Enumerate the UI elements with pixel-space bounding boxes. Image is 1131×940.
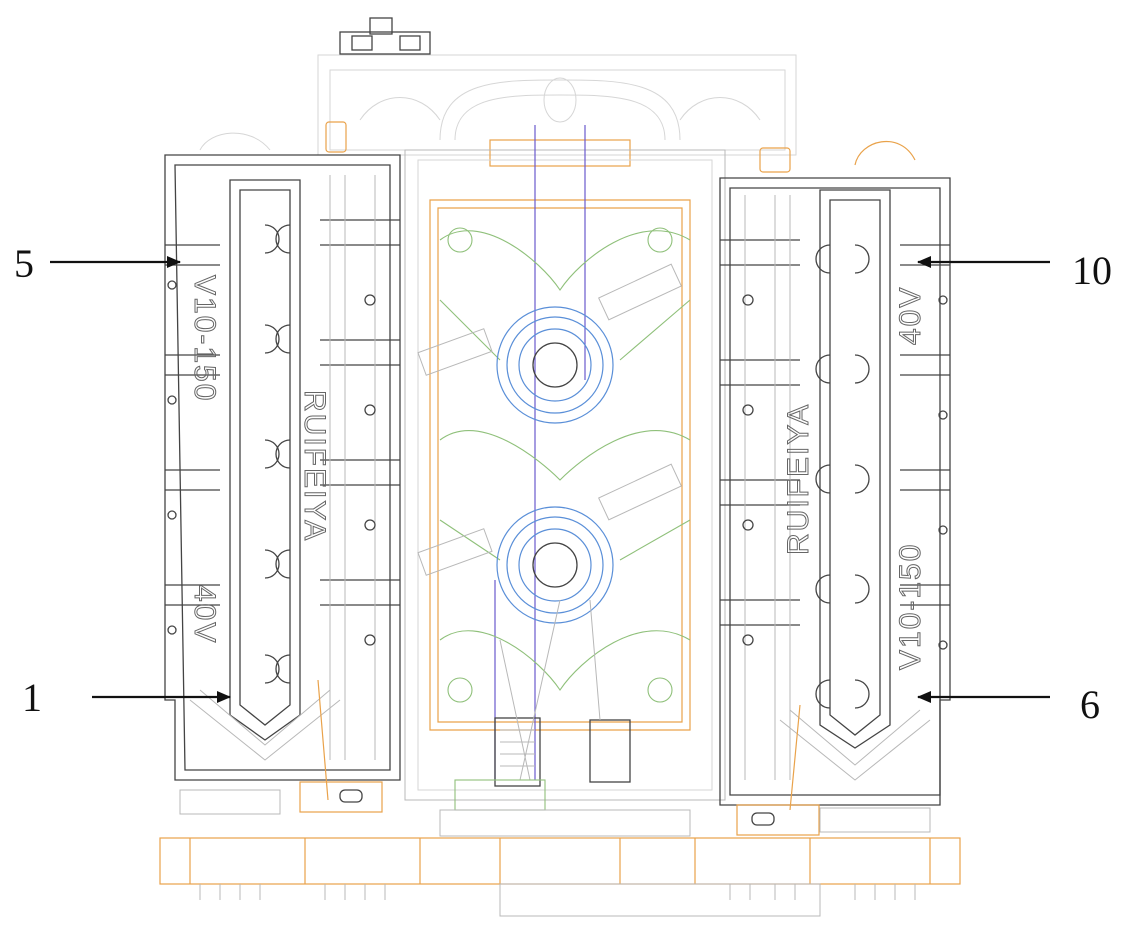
label-10: 10 (1072, 248, 1112, 293)
left-engraving-brand: RUIFEIYA (298, 390, 331, 542)
label-5: 5 (14, 241, 34, 286)
right-engraving-brand: RUIFEIYA (782, 403, 815, 555)
left-engraving-voltage: 40V (188, 585, 221, 644)
left-head-ribs (165, 175, 400, 760)
upper-manifold (199, 17, 916, 173)
callout-arrows (50, 256, 1050, 703)
label-6: 6 (1080, 682, 1100, 727)
callout-labels: 5 1 10 6 (14, 241, 1112, 727)
right-head-ribs (720, 195, 950, 780)
left-engraving-model: V10-150 (188, 275, 221, 402)
center-block (404, 125, 726, 801)
left-cylinder-head: V10-150 RUIFEIYA 40V (164, 154, 401, 813)
base-plate (159, 779, 961, 917)
right-engraving-model: V10-150 (894, 543, 927, 670)
right-engraving-voltage: 40V (894, 286, 927, 345)
label-1: 1 (22, 675, 42, 720)
right-head-bosses (742, 244, 948, 709)
left-head-bosses (167, 224, 376, 684)
right-cylinder-head: 40V RUIFEIYA V10-150 (719, 177, 951, 836)
